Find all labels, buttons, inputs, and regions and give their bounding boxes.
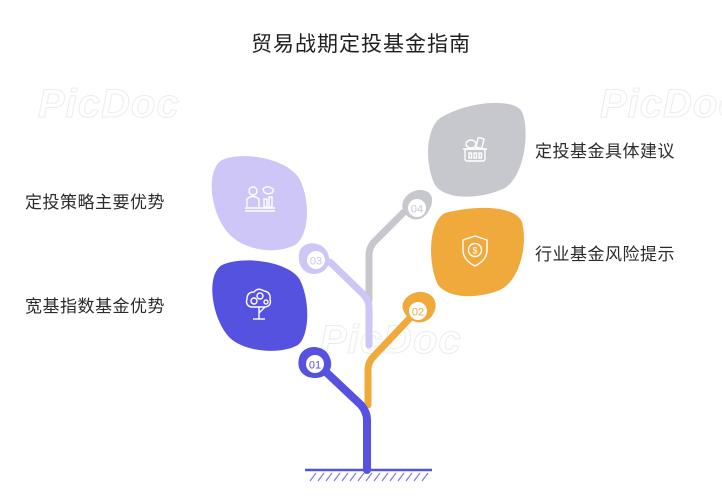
shield-dollar-icon: $ <box>462 235 488 267</box>
step-number-02: 02 <box>412 307 424 319</box>
branch-02 <box>364 314 414 409</box>
leaf-03: 03 <box>211 156 330 274</box>
step-number-01: 01 <box>309 360 321 372</box>
leaf-04: 04 <box>402 102 526 220</box>
branch-03 <box>326 258 373 349</box>
branch-01 <box>322 368 371 474</box>
watermark: PicDoc <box>600 82 722 127</box>
leaf-01: 01 <box>212 260 332 378</box>
step-label-02: 行业基金风险提示 <box>535 245 675 265</box>
watermark: PicDoc <box>38 82 180 127</box>
step-number-04: 04 <box>411 204 423 216</box>
money-basket-icon <box>463 136 487 162</box>
step-number-03: 03 <box>310 256 322 268</box>
leaf-02: 02 $ <box>402 207 524 323</box>
step-label-01: 宽基指数基金优势 <box>25 297 165 317</box>
money-tree-icon <box>245 288 272 320</box>
step-label-04: 定投基金具体建议 <box>535 142 675 162</box>
svg-text:$: $ <box>472 246 477 256</box>
page-title: 贸易战期定投基金指南 <box>251 32 471 56</box>
step-label-03: 定投策略主要优势 <box>25 193 165 213</box>
branch-04 <box>365 208 408 304</box>
investor-desk-icon <box>245 186 275 212</box>
